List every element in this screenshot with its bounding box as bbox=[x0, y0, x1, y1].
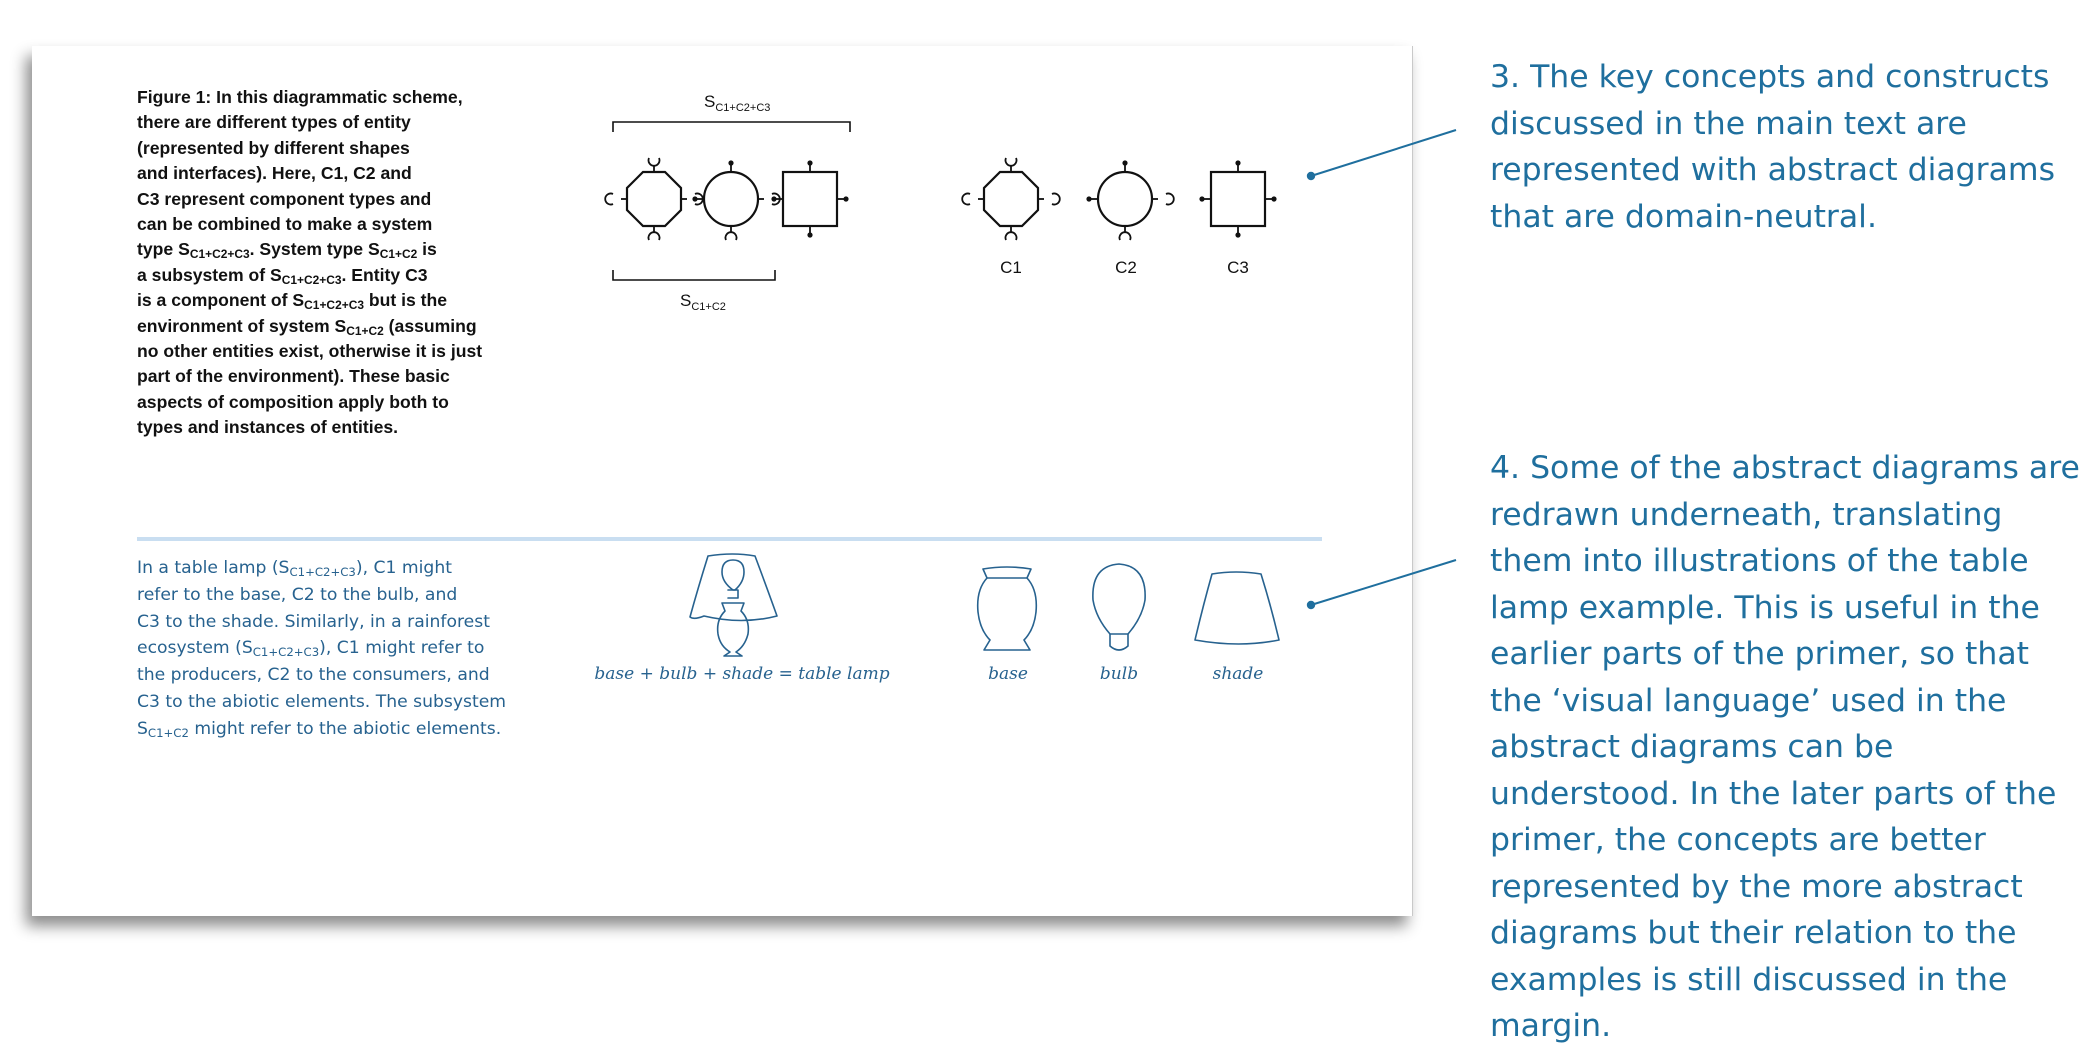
caption-line: types and instances of entities. bbox=[137, 417, 399, 438]
svg-text:SC1+C2+C3: SC1+C2+C3 bbox=[704, 92, 770, 114]
bulb-illustration bbox=[1092, 563, 1146, 651]
component-c3-label: C3 bbox=[1227, 258, 1249, 277]
component-c2: C2 bbox=[1085, 159, 1175, 277]
component-c1-label: C1 bbox=[1000, 258, 1022, 277]
system-bracket-top: SC1+C2+C3 bbox=[612, 92, 851, 132]
book-page bbox=[32, 46, 1413, 916]
composed-system bbox=[604, 156, 850, 242]
caption-line: environment of system SC1+C2 (assuming bbox=[137, 315, 477, 338]
section-divider bbox=[137, 537, 1322, 541]
caption-line: Figure 1: In this diagrammatic scheme, bbox=[137, 87, 463, 107]
octagon-component-shape bbox=[604, 156, 704, 242]
circle-component-shape bbox=[691, 159, 781, 242]
square-component-shape bbox=[770, 159, 850, 239]
component-c1: C1 bbox=[961, 156, 1061, 277]
caption-line: type SC1+C2+C3. System type SC1+C2 is bbox=[137, 239, 437, 262]
component-c3: C3 bbox=[1198, 159, 1278, 277]
annotation-note-3: 3. The key concepts and constructs discu… bbox=[1490, 59, 2056, 235]
caption-line: C3 represent component types and bbox=[137, 188, 432, 209]
caption-line: part of the environment). These basic bbox=[137, 366, 450, 387]
caption-line: can be combined to make a system bbox=[137, 214, 433, 235]
table-lamp-illustration bbox=[689, 553, 778, 657]
bulb-label: bulb bbox=[1100, 664, 1138, 684]
shade-label: shade bbox=[1213, 664, 1264, 684]
caption-line: and interfaces). Here, C1, C2 and bbox=[137, 163, 412, 184]
caption-line: no other entities exist, otherwise it is… bbox=[137, 341, 483, 362]
figure-caption: Figure 1: In this diagrammatic scheme, t… bbox=[137, 85, 517, 441]
caption-line: (represented by different shapes bbox=[137, 137, 410, 158]
caption-line: aspects of composition apply both to bbox=[137, 391, 449, 412]
base-illustration bbox=[976, 566, 1038, 651]
annotation-note-4: 4. Some of the abstract diagrams are red… bbox=[1490, 450, 2080, 1044]
caption-line: there are different types of entity bbox=[137, 112, 411, 133]
annotation-pointer-4 bbox=[1306, 559, 1457, 610]
lamp-equation-label: base + bulb + shade = table lamp bbox=[594, 664, 889, 684]
caption-line: a subsystem of SC1+C2+C3. Entity C3 bbox=[137, 264, 428, 287]
annotation-pointer-3 bbox=[1306, 129, 1457, 181]
component-c2-label: C2 bbox=[1115, 258, 1137, 277]
subsystem-bracket-bottom: SC1+C2 bbox=[612, 270, 776, 313]
base-label: base bbox=[988, 664, 1028, 684]
lamp-example-text: In a table lamp (SC1+C2+C3), C1 might re… bbox=[137, 558, 507, 740]
shade-illustration bbox=[1194, 571, 1280, 645]
caption-line: is a component of SC1+C2+C3 but is the bbox=[137, 290, 448, 313]
svg-text:SC1+C2: SC1+C2 bbox=[680, 291, 726, 313]
